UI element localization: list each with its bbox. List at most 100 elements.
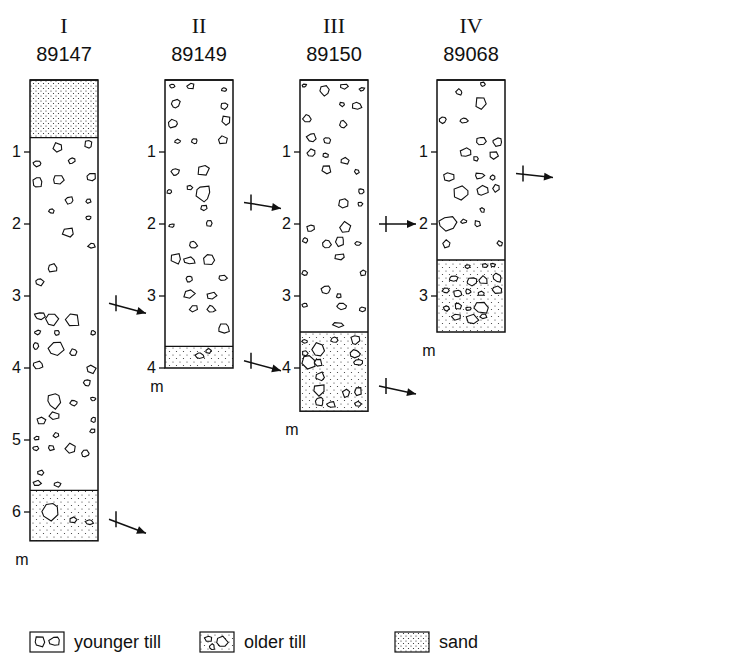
pebble <box>439 217 457 232</box>
pebble <box>91 417 95 422</box>
depth-tick <box>431 295 437 296</box>
pebble <box>302 303 307 307</box>
pebble <box>49 446 55 451</box>
legend-text: sand <box>439 632 478 652</box>
borehole-column: IV89068 <box>427 14 515 332</box>
old-layer <box>300 332 368 411</box>
layer-boundary <box>300 331 368 332</box>
pebble <box>354 360 363 366</box>
depth-number: 5 <box>12 431 21 449</box>
unit-label: m <box>422 342 435 360</box>
pebble <box>217 636 229 646</box>
pebble <box>467 278 477 286</box>
pebble <box>210 644 215 650</box>
old-layer <box>30 490 98 540</box>
pebble <box>331 337 338 342</box>
sand-fill <box>30 80 98 138</box>
pebble <box>167 190 172 194</box>
depth-tick <box>24 367 30 368</box>
legend-swatch <box>200 632 234 652</box>
site-number: 89150 <box>290 42 378 66</box>
arrowhead <box>271 203 281 211</box>
arrowhead <box>136 307 146 315</box>
unit-label: m <box>15 551 28 569</box>
pebble <box>359 88 364 91</box>
pebble <box>33 343 38 350</box>
legend-swatch <box>30 632 64 652</box>
borehole-column: III 89150 <box>290 14 378 411</box>
pebble <box>37 417 46 424</box>
depth-number: 2 <box>147 215 156 233</box>
depth-tick <box>431 151 437 152</box>
depth-tick <box>159 367 165 368</box>
pebble <box>302 356 315 369</box>
pebble <box>314 385 324 396</box>
depth-number: 2 <box>419 215 428 233</box>
pebble <box>477 185 488 195</box>
young-layer <box>439 82 502 248</box>
depth-number: 3 <box>419 287 428 305</box>
pebble <box>169 119 178 128</box>
pebble <box>355 170 360 175</box>
pebble <box>337 294 342 298</box>
pebble <box>207 292 217 299</box>
pebble <box>340 222 351 233</box>
pebble <box>196 186 210 202</box>
pebble <box>452 314 461 320</box>
arrowhead <box>271 365 281 373</box>
pebble <box>323 240 332 248</box>
pebble <box>171 169 179 176</box>
pebble <box>443 240 450 248</box>
pebble <box>49 209 55 213</box>
pebble <box>302 271 308 276</box>
layer-boundary <box>30 137 98 138</box>
pebble <box>70 349 77 356</box>
pebble <box>360 307 366 312</box>
legend-swatch <box>395 632 429 652</box>
pebble <box>195 353 204 359</box>
pebble <box>478 291 484 295</box>
depth-tick <box>24 439 30 440</box>
pebble <box>355 388 362 396</box>
pebble <box>190 241 198 248</box>
layer-boundary <box>437 259 505 260</box>
pebble <box>358 202 363 206</box>
pebble <box>314 359 322 366</box>
borehole-column: I89147 <box>20 14 108 541</box>
pebble <box>474 302 488 313</box>
pebble <box>192 139 198 144</box>
pebble <box>476 173 485 179</box>
pebble <box>189 306 197 312</box>
pebble <box>320 86 329 96</box>
pebble <box>315 397 322 405</box>
column-number: III <box>290 14 378 38</box>
pebble <box>65 197 73 204</box>
depth-number: 3 <box>282 287 291 305</box>
column-outline <box>300 80 368 411</box>
pebble <box>187 83 194 88</box>
pebble <box>91 331 96 336</box>
pebble <box>222 116 230 125</box>
pebble <box>444 173 454 181</box>
depth-tick <box>431 223 437 224</box>
pebble <box>88 243 96 248</box>
depth-tick <box>24 223 30 224</box>
pebble <box>336 237 344 246</box>
depth-number: 2 <box>12 215 21 233</box>
depth-number: 3 <box>147 287 156 305</box>
pebble <box>443 306 449 311</box>
pebble <box>62 228 73 237</box>
pebble <box>186 276 192 282</box>
pebble <box>48 264 57 272</box>
pebble <box>221 103 228 110</box>
depth-number: 1 <box>12 143 21 161</box>
depth-number: 2 <box>282 215 291 233</box>
pebble <box>456 89 462 95</box>
pebble <box>339 199 348 208</box>
pebble <box>82 450 90 457</box>
pebble <box>187 185 193 189</box>
site-number: 89147 <box>20 42 108 66</box>
pebble <box>33 178 42 187</box>
pebble <box>171 99 180 108</box>
depth-tick <box>294 223 300 224</box>
